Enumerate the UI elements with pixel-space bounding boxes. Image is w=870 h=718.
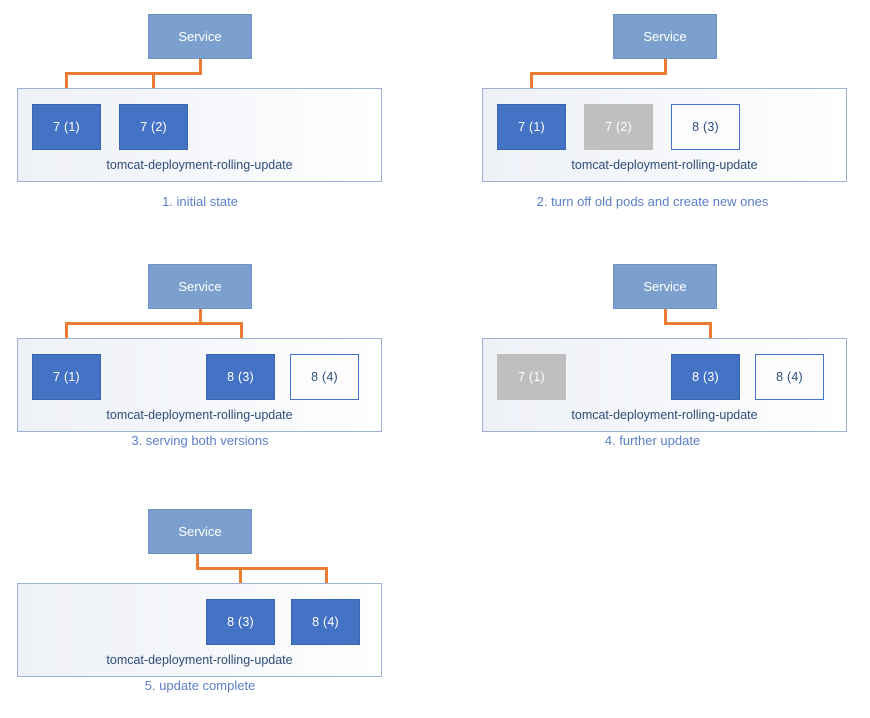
pod-label: 8 (4) [311,370,338,384]
connector-stub [196,554,199,569]
pod-label: 8 (3) [227,615,254,629]
pod-label: 7 (1) [518,120,545,134]
connector-stub [199,59,202,74]
connector-bus [664,322,712,325]
service-box[interactable]: Service [148,14,252,59]
connector-bus [65,72,202,75]
pod-7-1[interactable]: 7 (1) [497,104,566,150]
pod-8-3[interactable]: 8 (3) [206,354,275,400]
pod-8-4[interactable]: 8 (4) [291,599,360,645]
panel-update-complete: Service tomcat-deployment-rolling-update… [0,495,400,718]
pod-7-1[interactable]: 7 (1) [32,104,101,150]
connector-drop-1 [530,72,533,96]
pod-8-3[interactable]: 8 (3) [671,354,740,400]
pod-label: 8 (4) [776,370,803,384]
service-box[interactable]: Service [148,509,252,554]
panel-caption: 1. initial state [162,194,238,209]
service-box[interactable]: Service [148,264,252,309]
panel-turn-off-old-pods: Service tomcat-deployment-rolling-update… [435,0,870,230]
deployment-label: tomcat-deployment-rolling-update [106,408,293,422]
panel-caption: 4. further update [604,433,701,448]
deployment-label: tomcat-deployment-rolling-update [106,158,293,172]
pod-8-4[interactable]: 8 (4) [290,354,359,400]
connector-drop-2 [240,322,243,346]
connector-drop-1 [65,72,68,96]
panel-further-update: Service tomcat-deployment-rolling-update… [435,250,870,480]
connector-drop-1 [65,322,68,346]
pod-label: 8 (4) [312,615,339,629]
connector-stub [664,309,667,324]
pod-label: 7 (2) [140,120,167,134]
service-label: Service [178,29,222,44]
pod-8-4[interactable]: 8 (4) [755,354,824,400]
pod-7-2[interactable]: 7 (2) [584,104,653,150]
connector-stub [664,59,667,74]
pod-label: 7 (1) [53,120,80,134]
panel-initial-state: Service tomcat-deployment-rolling-update… [0,0,400,230]
service-box[interactable]: Service [613,264,717,309]
pod-7-1[interactable]: 7 (1) [32,354,101,400]
connector-drop-2 [152,72,155,96]
service-label: Service [643,279,687,294]
pod-7-2[interactable]: 7 (2) [119,104,188,150]
pod-7-1[interactable]: 7 (1) [497,354,566,400]
pod-label: 7 (1) [518,370,545,384]
connector-bus [65,322,243,325]
connector-bus [530,72,667,75]
panel-serving-both-versions: Service tomcat-deployment-rolling-update… [0,250,400,480]
service-label: Service [178,279,222,294]
deployment-label: tomcat-deployment-rolling-update [106,653,293,667]
panel-caption: 5. update complete [144,678,256,693]
connector-stub [199,309,202,324]
pod-label: 8 (3) [227,370,254,384]
pod-label: 7 (1) [53,370,80,384]
panel-caption: 3. serving both versions [131,433,269,448]
pod-8-3[interactable]: 8 (3) [206,599,275,645]
pod-8-3[interactable]: 8 (3) [671,104,740,150]
deployment-label: tomcat-deployment-rolling-update [571,158,758,172]
deployment-label: tomcat-deployment-rolling-update [571,408,758,422]
pod-label: 8 (3) [692,120,719,134]
service-box[interactable]: Service [613,14,717,59]
service-label: Service [643,29,687,44]
connector-drop-1 [239,567,242,591]
service-label: Service [178,524,222,539]
pod-label: 8 (3) [692,370,719,384]
connector-drop-2 [325,567,328,591]
panel-caption: 2. turn off old pods and create new ones [536,194,769,209]
connector-bus [196,567,328,570]
pod-label: 7 (2) [605,120,632,134]
